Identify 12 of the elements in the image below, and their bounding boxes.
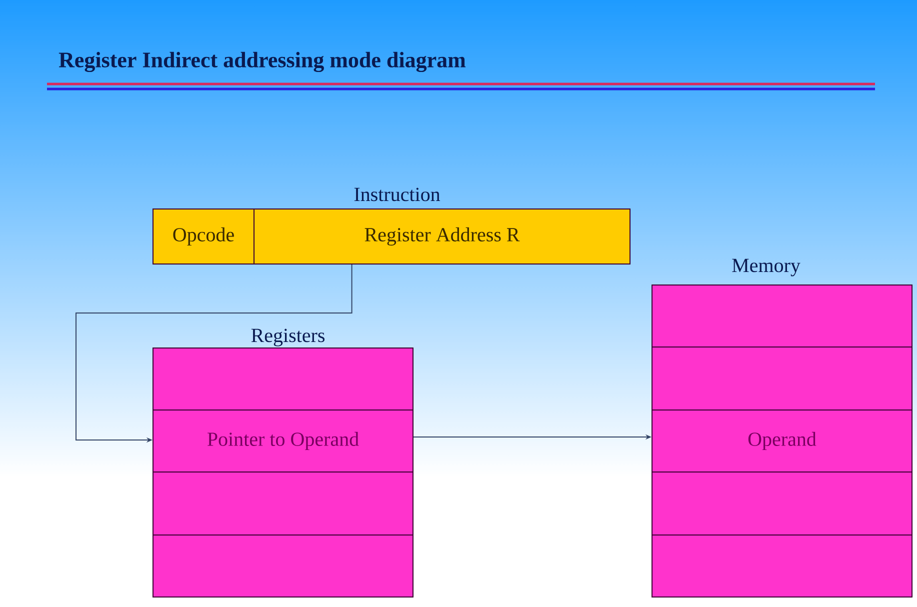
title: Register Indirect addressing mode diagram [58,52,466,72]
register-cell [152,472,414,536]
memory-cell: Operand [652,410,913,472]
memory-cell [652,284,913,348]
heading: Registers [251,328,324,346]
register-cell [152,534,414,598]
memory-cell [652,346,913,410]
register-cell [152,348,414,410]
memory-cell [652,472,913,536]
opcode-field: Opcode [152,208,254,264]
memory-cell [652,534,913,598]
register-cell: Pointer to Operand [152,410,414,472]
